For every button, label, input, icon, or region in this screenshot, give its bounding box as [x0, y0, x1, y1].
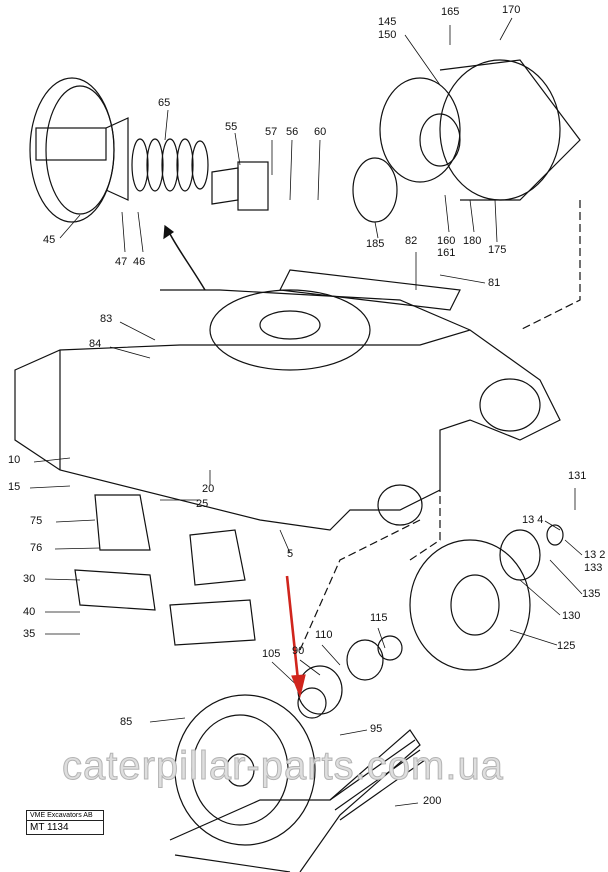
- label-165: 165: [441, 6, 460, 18]
- idler-wheel: [29, 77, 129, 223]
- label-47: 47: [115, 256, 128, 268]
- assembly-guide-lines: [299, 200, 581, 651]
- label-15: 15: [8, 481, 21, 493]
- track-rollers: [74, 494, 256, 646]
- label-5: 5: [287, 548, 294, 560]
- label-135: 135: [582, 588, 601, 600]
- label-65: 65: [158, 97, 171, 109]
- label-55: 55: [225, 121, 238, 133]
- drawing-number: MT 1134: [30, 822, 69, 833]
- company-name: VME Excavators AB: [27, 811, 103, 821]
- bracket: [237, 161, 269, 211]
- label-161: 161: [437, 247, 456, 259]
- label-125: 125: [557, 640, 576, 652]
- label-40: 40: [23, 606, 36, 618]
- label-150: 150: [378, 29, 397, 41]
- label-115: 115: [370, 612, 388, 624]
- sprocket: [409, 524, 564, 671]
- label-56: 56: [286, 126, 299, 138]
- label-133: 133: [584, 562, 603, 574]
- label-45: 45: [43, 234, 56, 246]
- label-90: 90: [292, 645, 305, 657]
- label-20: 20: [202, 483, 215, 495]
- title-block: VME Excavators AB MT 1134: [26, 810, 104, 835]
- tension-spring: [131, 138, 209, 192]
- highlight-arrow: [285, 575, 306, 698]
- leader-lines: [29, 17, 583, 807]
- drive-sprocket-and-track: [169, 694, 426, 872]
- label-180: 180: [463, 235, 482, 247]
- label-200: 200: [423, 795, 442, 807]
- direction-arrow: [167, 229, 206, 291]
- label-160: 160: [437, 235, 456, 247]
- label-175: 175: [488, 244, 507, 256]
- label-25: 25: [196, 498, 209, 510]
- label-134: 13 4: [522, 514, 544, 526]
- travel-motor: [352, 59, 581, 223]
- label-95: 95: [370, 723, 383, 735]
- label-130: 130: [562, 610, 581, 622]
- label-35: 35: [23, 628, 36, 640]
- cover-plate: [352, 157, 398, 223]
- label-145: 145: [378, 16, 397, 28]
- guard-plate: [279, 269, 461, 311]
- label-57: 57: [265, 126, 278, 138]
- direction-arrowhead: [163, 224, 175, 240]
- label-85: 85: [120, 716, 133, 728]
- label-81: 81: [488, 277, 501, 289]
- hub-bearings: [297, 635, 403, 719]
- cylinder: [211, 167, 239, 205]
- label-30: 30: [23, 573, 36, 585]
- label-10: 10: [8, 454, 21, 466]
- label-46: 46: [133, 256, 146, 268]
- label-75: 75: [30, 515, 43, 527]
- label-83: 83: [100, 313, 113, 325]
- watermark: caterpillar-parts.com.ua: [62, 744, 504, 789]
- label-60: 60: [314, 126, 327, 138]
- label-105: 105: [262, 648, 281, 660]
- label-84: 84: [89, 338, 102, 350]
- label-185: 185: [366, 238, 385, 250]
- label-170: 170: [502, 4, 521, 16]
- label-110: 110: [315, 629, 333, 641]
- label-132: 13 2: [584, 549, 606, 561]
- label-82: 82: [405, 235, 418, 247]
- track-frame: [14, 269, 561, 531]
- label-131: 131: [568, 470, 587, 482]
- label-76: 76: [30, 542, 43, 554]
- carrier-roller: [209, 289, 371, 371]
